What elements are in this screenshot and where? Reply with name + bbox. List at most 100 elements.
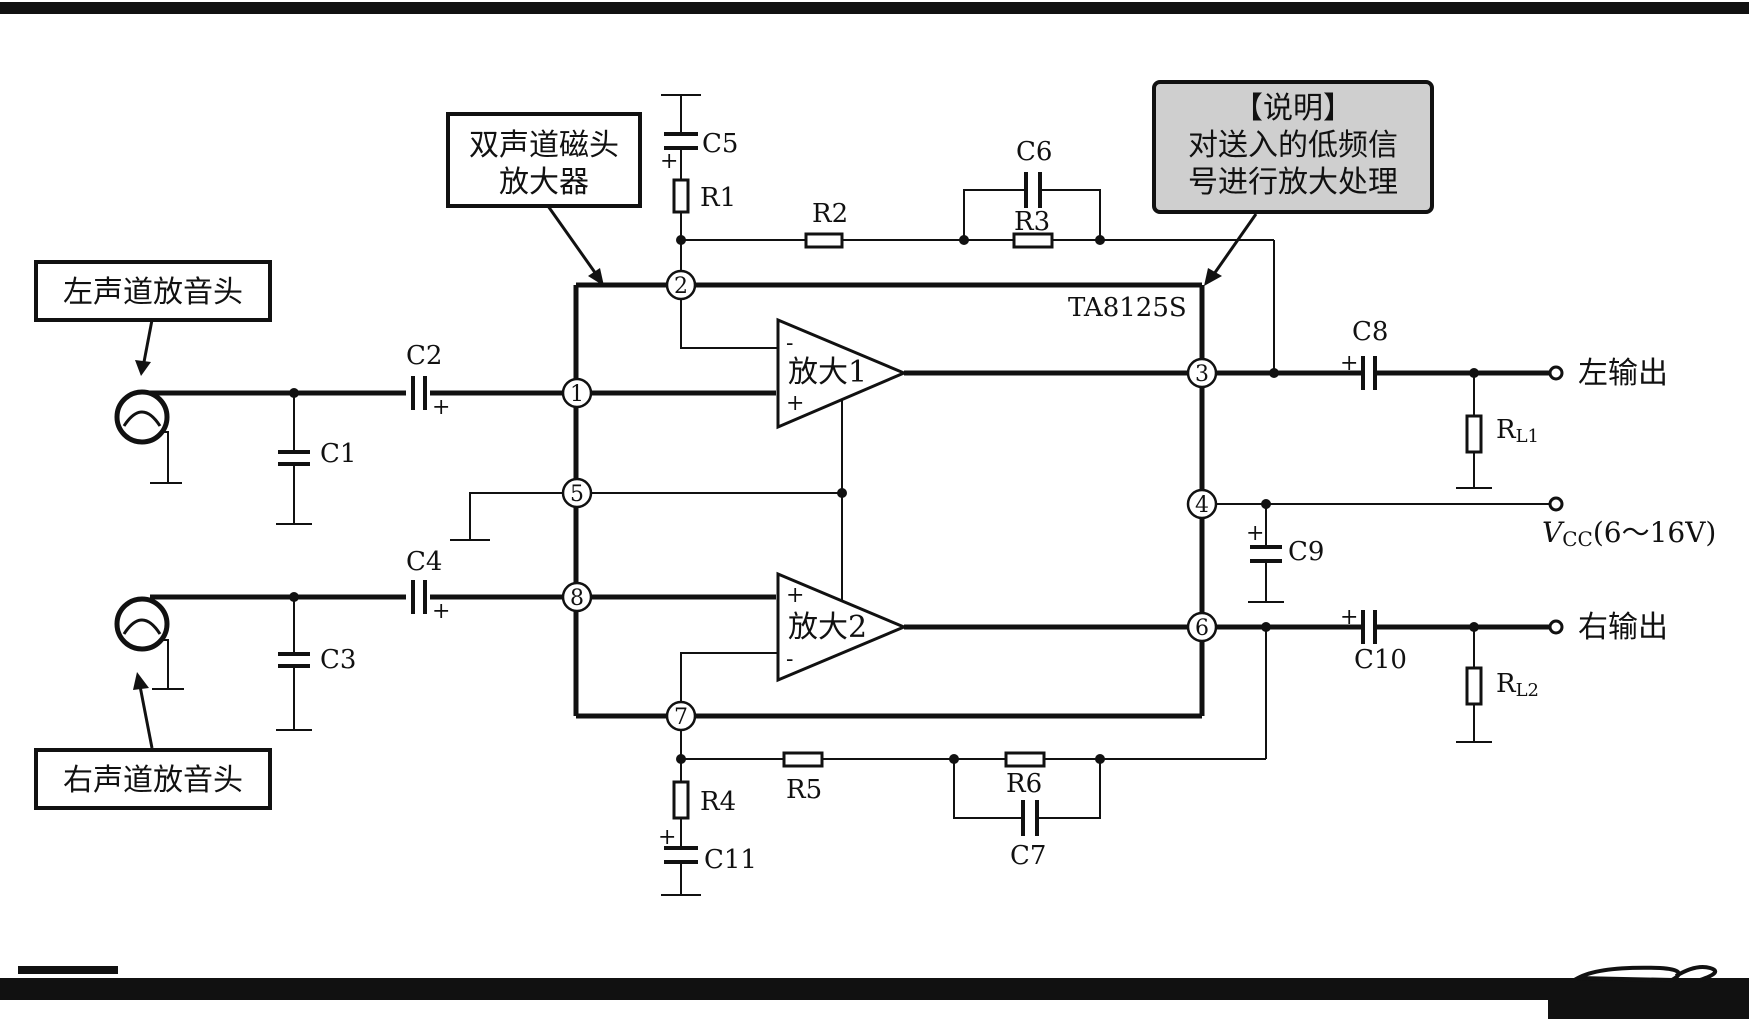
junction-rl2 [1469, 622, 1479, 632]
note-callout-line1: 对送入的低频信 [1188, 128, 1398, 163]
right-output-terminal [1548, 619, 1564, 635]
c4-plus: + [432, 599, 450, 624]
right-output-label: 右输出 [1578, 610, 1668, 645]
label-rl2: RL2 [1496, 669, 1539, 701]
junction-r6-left [949, 754, 959, 764]
pin-1: 1 [561, 377, 593, 409]
junction-r3-left [959, 235, 969, 245]
label-rl1-main: R [1496, 415, 1517, 445]
resistor-r2 [804, 232, 844, 249]
capacitor-c9 [1250, 545, 1282, 563]
bottom-right-block [1548, 1000, 1749, 1019]
ic-body [573, 282, 1205, 719]
junction-pin3 [1269, 368, 1279, 378]
amplifier-2-minus: - [786, 647, 793, 672]
junction-c3 [289, 592, 299, 602]
c8-plus: + [1340, 351, 1358, 376]
resistor-r1 [672, 178, 690, 214]
label-r3: R3 [1014, 207, 1050, 237]
amplifier-1-plus: + [786, 391, 804, 416]
pin-4-number: 4 [1195, 493, 1209, 518]
pin-8-number: 8 [570, 586, 584, 611]
capacitor-c6 [1024, 172, 1042, 208]
top-border-bar [0, 2, 1749, 14]
internal-wiring [450, 299, 843, 703]
c2-plus: + [432, 395, 450, 420]
pin-8: 8 [561, 581, 593, 613]
label-c8: C8 [1352, 317, 1388, 347]
amplifier-2-triangle [776, 571, 908, 683]
right-head-arrow [133, 672, 154, 749]
resistor-r4 [672, 780, 690, 820]
label-rl1-sub: L1 [1516, 426, 1539, 447]
amplifier-2-plus: + [786, 583, 804, 608]
label-c4: C4 [406, 547, 442, 577]
junction-pin5-amp [837, 488, 847, 498]
capacitor-c11 [664, 846, 698, 864]
capacitor-c5 [664, 132, 698, 150]
note-callout-arrow [1204, 213, 1258, 286]
c10-plus: + [1340, 605, 1358, 630]
bottom-right-scribble [1570, 965, 1718, 983]
note-callout-title: 【说明】 [1233, 91, 1353, 126]
top-feedback-network [680, 189, 1275, 373]
label-c6: C6 [1016, 137, 1052, 167]
label-r4: R4 [700, 787, 736, 817]
capacitor-c7 [1021, 800, 1039, 836]
label-c5: C5 [702, 129, 738, 159]
vcc-line [1216, 503, 1552, 603]
pin-4: 4 [1186, 488, 1218, 520]
c11-plus: + [658, 825, 676, 850]
resistor-r6 [1004, 751, 1046, 768]
capacitor-c10 [1361, 610, 1377, 644]
vcc-label: VCC(6～16V) [1542, 516, 1716, 551]
capacitor-c8 [1361, 356, 1377, 390]
left-head-callout-box [34, 260, 272, 322]
resistor-rl2 [1465, 666, 1483, 706]
bottom-feedback-network [680, 627, 1267, 819]
label-c9: C9 [1288, 537, 1324, 567]
note-callout-line2: 号进行放大处理 [1188, 165, 1398, 200]
chip-name: TA8125S [1068, 293, 1187, 323]
label-c2: C2 [406, 341, 442, 371]
pin-3: 3 [1186, 357, 1218, 389]
left-output-label: 左输出 [1578, 356, 1668, 391]
pin-1-number: 1 [570, 382, 584, 407]
capacitor-c4 [411, 580, 427, 614]
junction-r3-right [1095, 235, 1105, 245]
junction-pin6 [1261, 622, 1271, 632]
label-c7: C7 [1010, 841, 1046, 871]
capacitor-c1 [276, 393, 312, 525]
vcc-range: (6～16V) [1593, 516, 1717, 549]
vcc-subscript: CC [1562, 527, 1593, 551]
resistor-r3 [1012, 232, 1054, 249]
pin-6: 6 [1186, 611, 1218, 643]
left-head-arrow [135, 319, 154, 376]
label-r5: R5 [786, 775, 822, 805]
right-playback-head [114, 596, 184, 690]
bottom-left-mark [18, 966, 118, 974]
pin-3-number: 3 [1195, 362, 1209, 387]
bottom-border-bar [0, 978, 1749, 1000]
label-rl2-sub: L2 [1516, 680, 1539, 701]
amp-callout-arrow [546, 205, 604, 286]
amp-callout-line1: 双声道磁头 [469, 128, 619, 163]
amplifier-1-minus: - [786, 331, 793, 356]
label-rl2-main: R [1496, 669, 1517, 699]
amp-callout-box [446, 112, 642, 208]
label-rl1: RL1 [1496, 415, 1539, 447]
pin-5-number: 5 [570, 482, 584, 507]
right-head-callout-text: 右声道放音头 [63, 763, 243, 798]
vcc-terminal [1548, 496, 1564, 512]
junction-r6-right [1095, 754, 1105, 764]
right-head-callout-box [34, 748, 272, 810]
label-r2: R2 [812, 199, 848, 229]
label-r6: R6 [1006, 769, 1042, 799]
capacitor-c2 [411, 376, 427, 410]
amplifier-2-label: 放大2 [788, 610, 867, 645]
pin-2: 2 [665, 269, 697, 301]
label-c10: C10 [1354, 645, 1407, 675]
left-head-callout-text: 左声道放音头 [63, 275, 243, 310]
capacitor-c3 [276, 597, 312, 731]
